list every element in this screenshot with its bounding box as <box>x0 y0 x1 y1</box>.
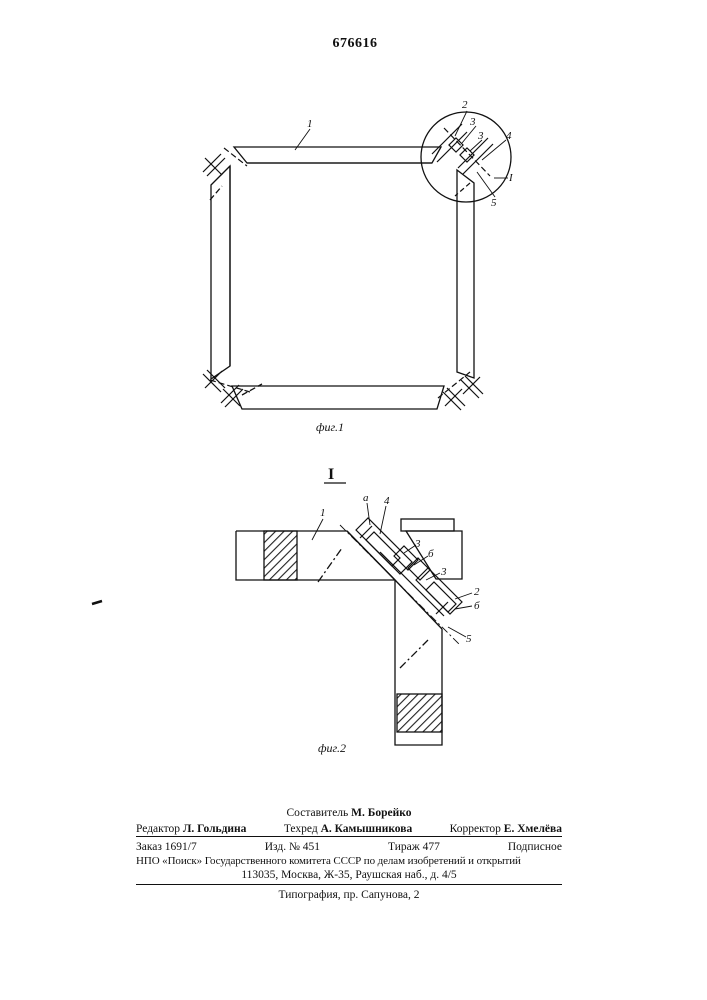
circulation: Тираж 477 <box>388 840 440 855</box>
staff-line: Редактор Л. Гольдина Техред А. Камышнико… <box>136 822 562 837</box>
fig2-label-2: 2 <box>474 586 480 598</box>
figure-2 <box>236 483 472 745</box>
address-line: 113035, Москва, Ж-35, Раушская наб., д. … <box>136 868 562 883</box>
fig1-label-3b: 3 <box>477 130 484 142</box>
fig2-label-5: 5 <box>466 633 472 645</box>
imprint-rule-top <box>136 836 562 837</box>
techred-name: А. Камышникова <box>321 823 413 835</box>
compiler-name: М. Борейко <box>351 807 411 819</box>
org-line: НПО «Поиск» Государственного комитета СС… <box>136 854 562 869</box>
fig1-label-4: 4 <box>506 130 512 142</box>
fig2-title: I <box>328 466 334 483</box>
fig2-label-3b: 3 <box>440 566 447 578</box>
corner-clamp-top-right <box>432 124 493 196</box>
edition: Изд. № 451 <box>265 840 320 855</box>
figure-1-labels: 1 2 3 3 4 5 I фиг.1 <box>307 99 514 434</box>
scan-mark <box>92 601 102 604</box>
editor-label: Редактор <box>136 823 180 835</box>
editor: Редактор Л. Гольдина <box>136 822 246 837</box>
corner-clamp-bottom-right <box>438 372 483 410</box>
subscription: Подписное <box>508 840 562 855</box>
compiler-label: Составитель <box>287 807 349 819</box>
order-line: Заказ 1691/7 Изд. № 451 Тираж 477 Подпис… <box>136 840 562 855</box>
frame-bar-top <box>234 147 441 163</box>
corrector: Корректор Е. Хмелёва <box>450 822 562 837</box>
techred-label: Техред <box>284 823 318 835</box>
corrector-label: Корректор <box>450 823 501 835</box>
editor-name: Л. Гольдина <box>183 823 247 835</box>
corner-clamp-bottom-left <box>203 370 250 407</box>
fig2-label-1: 1 <box>320 507 326 519</box>
compiler-line: Составитель М. Борейко <box>136 806 562 821</box>
fig1-label-detail: I <box>508 172 514 184</box>
fig1-caption: фиг.1 <box>316 420 344 434</box>
printer-line: Типография, пр. Сапунова, 2 <box>136 888 562 903</box>
techred: Техред А. Камышникова <box>284 822 412 837</box>
fig1-label-3a: 3 <box>469 116 476 128</box>
fig1-label-5: 5 <box>491 197 497 209</box>
fig2-caption: фиг.2 <box>318 741 346 755</box>
fig2-label-b2: б <box>474 600 480 612</box>
fig1-label-2: 2 <box>462 99 468 111</box>
section-hatch-horizontal <box>264 531 297 580</box>
order: Заказ 1691/7 <box>136 840 197 855</box>
right-block <box>401 519 454 531</box>
frame-bar-bottom <box>232 386 444 409</box>
fig2-label-4: 4 <box>384 495 390 507</box>
detail-circle <box>421 112 511 202</box>
fig2-label-b1: б <box>428 548 434 560</box>
corrector-name: Е. Хмелёва <box>504 823 562 835</box>
figure-1 <box>203 111 511 410</box>
fig1-label-1: 1 <box>307 118 313 130</box>
fig2-label-3a: 3 <box>414 538 421 550</box>
fig2-label-a: а <box>363 492 369 504</box>
frame-bar-left <box>211 166 230 379</box>
imprint-rule-bottom <box>136 884 562 885</box>
section-hatch-vertical <box>397 694 442 732</box>
